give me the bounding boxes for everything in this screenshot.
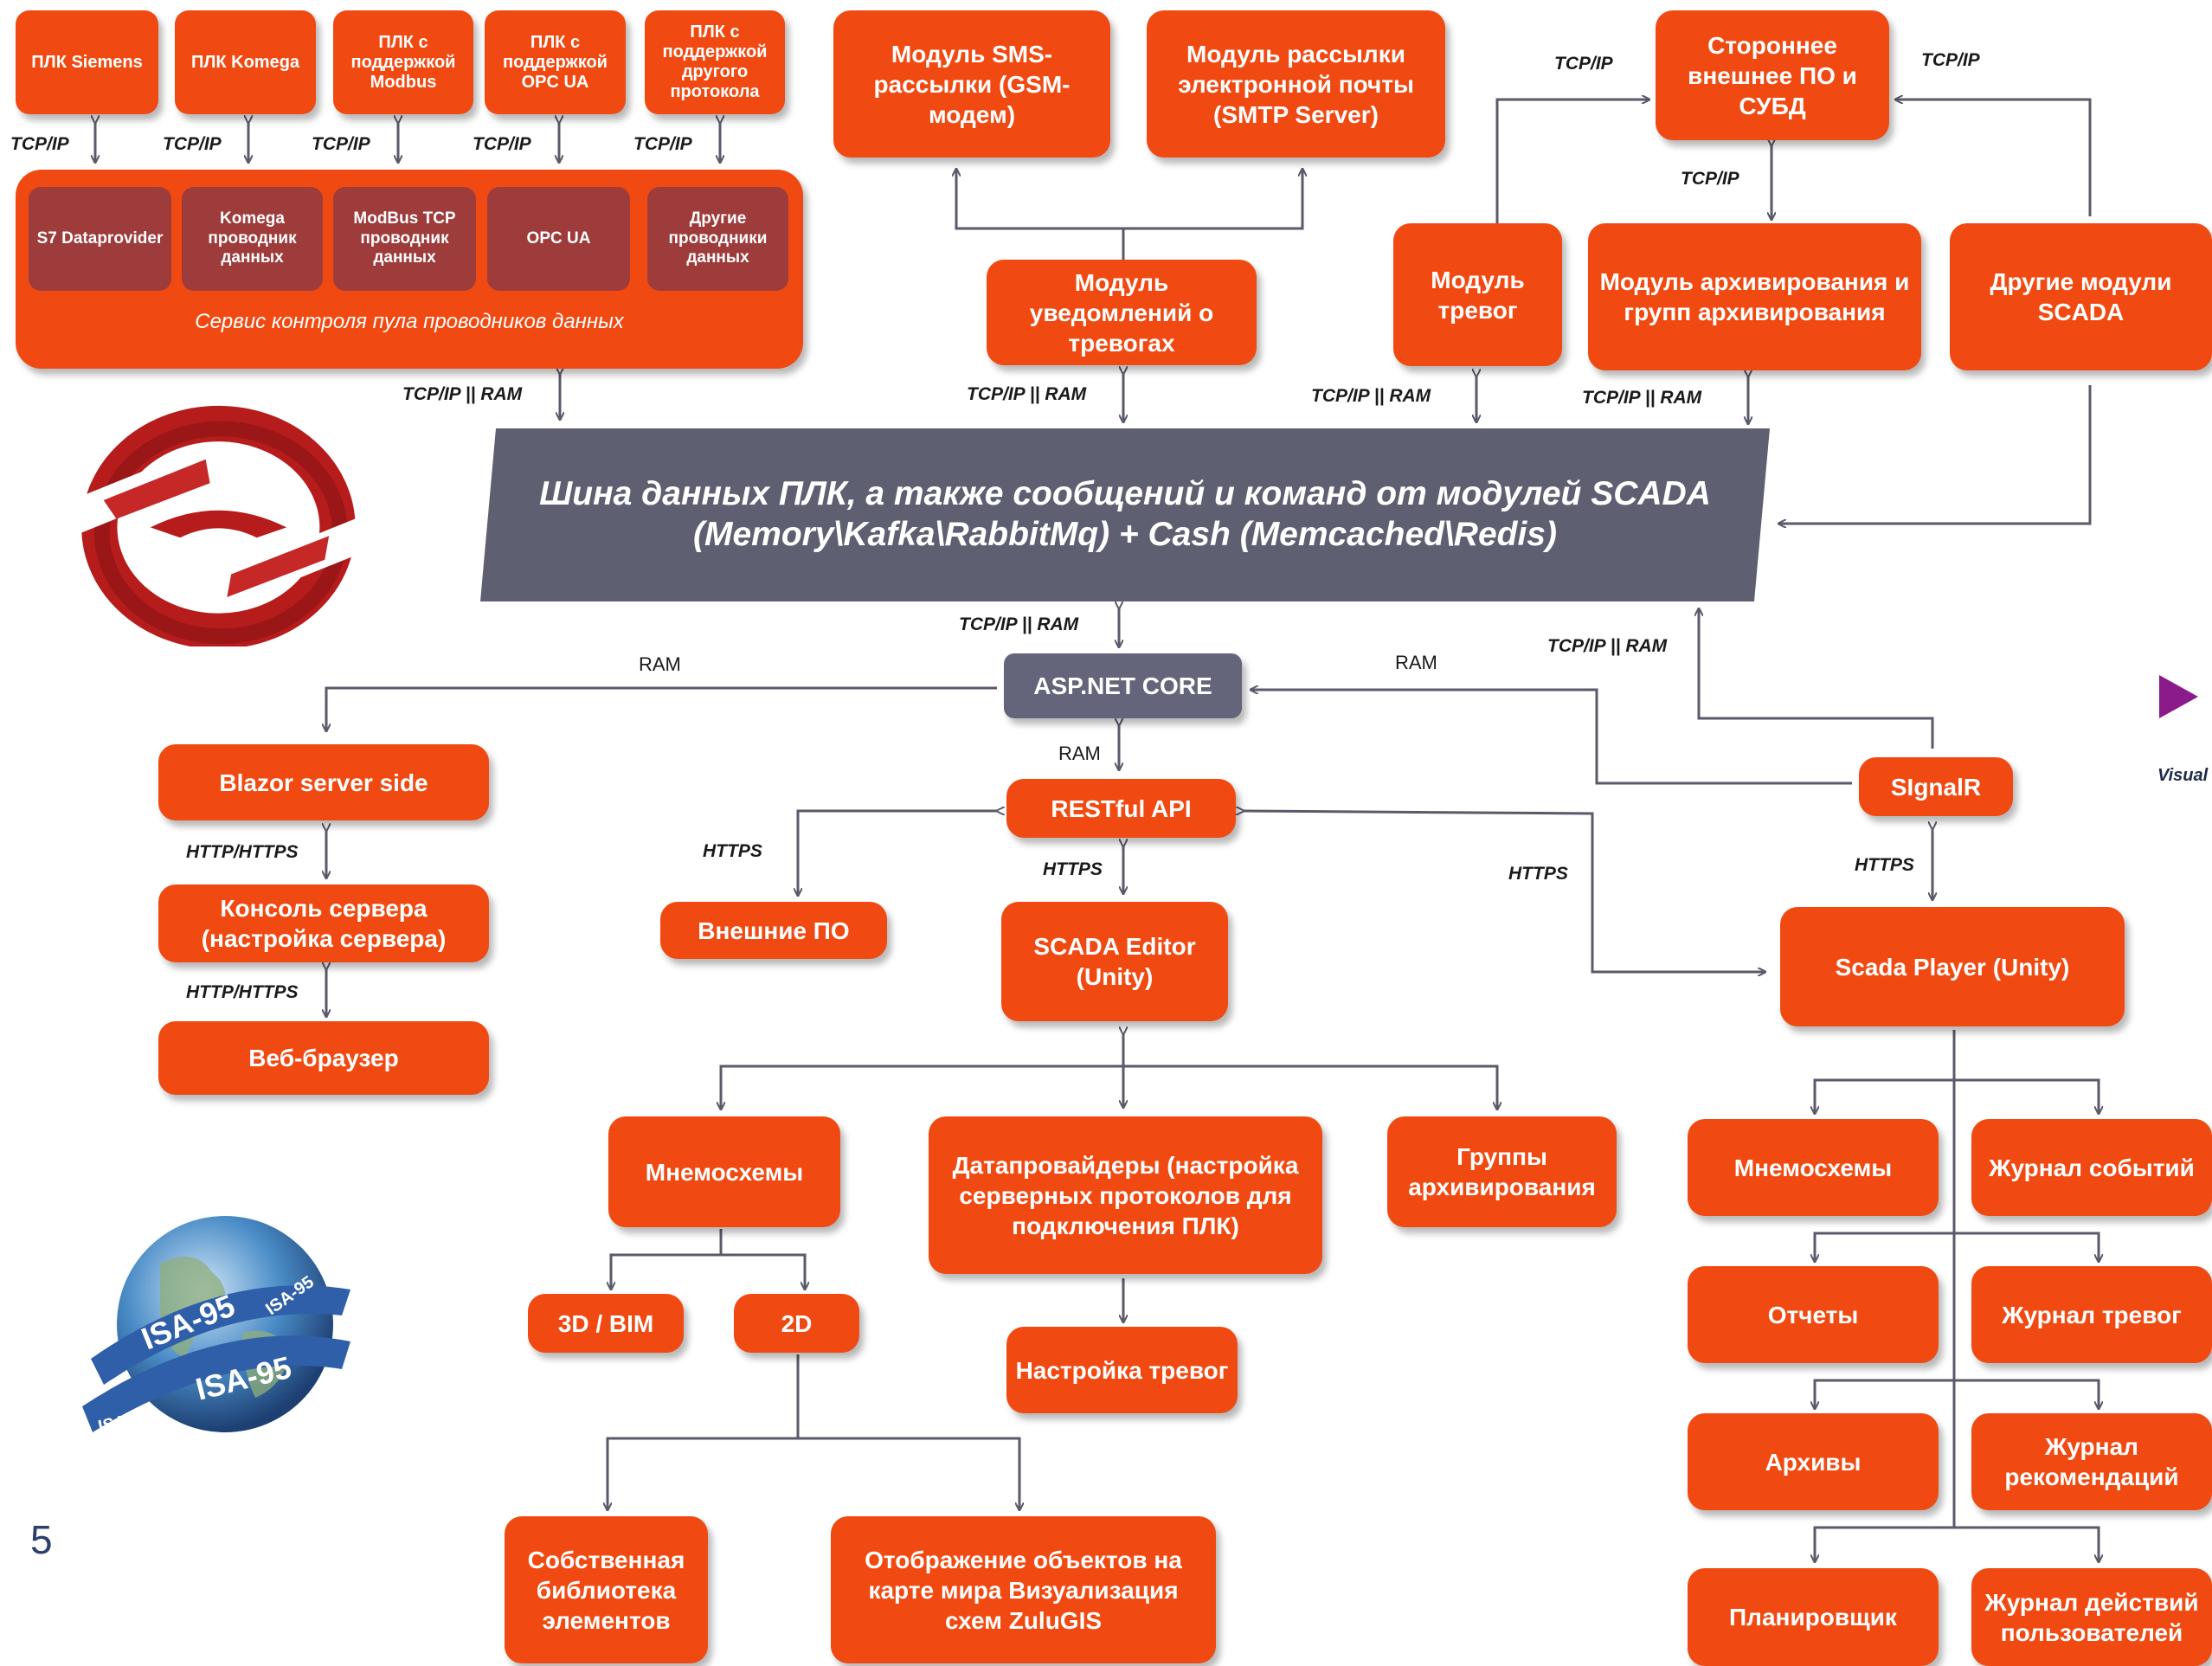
isa95-globe-icon: ISA-95 ISA-95 ISA-95 ISA-95 xyxy=(82,1216,350,1437)
player-user-action-log: Журнал действий пользователей xyxy=(1971,1568,2212,1666)
label-tcpip-ram-notify: TCP/IP || RAM xyxy=(967,384,1087,404)
label-tcpip-ram-archive: TCP/IP || RAM xyxy=(1582,388,1702,408)
label-tcpip-sms: TCP/IP xyxy=(1554,54,1613,74)
player-event-log: Журнал событий xyxy=(1971,1119,2212,1216)
email-module: Модуль рассылки электронной почты (SMTP … xyxy=(1147,10,1445,158)
player-mnemonic-diagrams: Мнемосхемы xyxy=(1688,1119,1939,1216)
archive-module: Модуль архивирования и групп архивирован… xyxy=(1588,223,1921,370)
label-http-https-1: HTTP/HTTPS xyxy=(186,842,299,862)
external-software: Внешние ПО xyxy=(660,902,887,959)
provider-other: Другие проводники данных xyxy=(647,187,788,291)
provider-s7: S7 Dataprovider xyxy=(29,187,171,291)
plc-siemens: ПЛК Siemens xyxy=(16,10,158,114)
player-alarm-log: Журнал тревог xyxy=(1971,1266,2212,1363)
label-tcpip-archive: TCP/IP xyxy=(1681,169,1739,189)
label-tcpip-4: TCP/IP xyxy=(473,134,531,154)
blazor-server-side: Blazor server side xyxy=(158,744,489,820)
play-triangle-icon xyxy=(2159,675,2198,718)
scada-player: Scada Player (Unity) xyxy=(1780,907,2125,1026)
label-https-signalr: HTTPS xyxy=(1855,855,1914,875)
editor-world-map: Отображение объектов на карте мира Визуа… xyxy=(831,1516,1216,1663)
other-scada-modules: Другие модули SCADA xyxy=(1950,223,2212,370)
plc-modbus: ПЛК с поддержкой Modbus xyxy=(333,10,473,114)
editor-element-library: Собственная библиотека элементов xyxy=(505,1516,708,1663)
player-reports: Отчеты xyxy=(1688,1266,1939,1363)
server-console: Консоль сервера (настройка сервера) xyxy=(158,884,489,962)
page-number: 5 xyxy=(30,1517,53,1562)
label-tcpip-ram-alarms: TCP/IP || RAM xyxy=(1311,386,1431,406)
label-tcpip-2: TCP/IP xyxy=(163,134,222,154)
editor-mnemonic-diagrams: Мнемосхемы xyxy=(608,1116,840,1227)
editor-dataproviders: Датапровайдеры (настройка серверных прот… xyxy=(929,1116,1322,1274)
restful-api: RESTful API xyxy=(1006,779,1236,838)
player-recommendation-log: Журнал рекомендаций xyxy=(1971,1413,2212,1510)
label-tcpip-5: TCP/IP xyxy=(633,134,692,154)
label-tcpip-ram-signalr: TCP/IP || RAM xyxy=(1547,636,1668,656)
label-https-editor: HTTPS xyxy=(1043,859,1103,879)
edge-text-fragment: Visual xyxy=(2157,766,2209,785)
label-http-https-2: HTTP/HTTPS xyxy=(186,982,299,1002)
alarm-notification-module: Модуль уведомлений о тревогах xyxy=(987,260,1257,365)
editor-archive-groups: Группы архивирования xyxy=(1387,1116,1617,1227)
scada-editor: SCADA Editor (Unity) xyxy=(1001,902,1228,1021)
editor-2d: 2D xyxy=(734,1294,859,1353)
label-tcpip-ram-asp: TCP/IP || RAM xyxy=(959,614,1079,634)
signalr: SIgnalR xyxy=(1859,757,2013,816)
label-tcpip-3: TCP/IP xyxy=(312,134,370,154)
label-ram-right: RAM xyxy=(1395,652,1437,673)
editor-alarm-setup: Настройка тревог xyxy=(1006,1327,1238,1413)
editor-3d-bim: 3D / BIM xyxy=(528,1294,684,1353)
asp-net-core: ASP.NET CORE xyxy=(1004,653,1242,718)
player-scheduler: Планировщик xyxy=(1688,1568,1939,1666)
label-ram-left: RAM xyxy=(639,653,681,675)
plc-other-protocol: ПЛК с поддержкой другого протокола xyxy=(645,10,785,114)
label-https-player: HTTPS xyxy=(1508,864,1568,884)
company-logo-icon xyxy=(69,405,359,646)
sms-module: Модуль SMS-рассылки (GSM-модем) xyxy=(833,10,1110,158)
alarm-module: Модуль тревог xyxy=(1393,223,1562,366)
data-bus: Шина данных ПЛК, а также сообщений и ком… xyxy=(480,428,1770,601)
label-tcpip-other: TCP/IP xyxy=(1921,50,1980,70)
provider-komega: Komega проводник данных xyxy=(182,187,323,291)
provider-opc-ua: OPC UA xyxy=(487,187,630,291)
label-https-external: HTTPS xyxy=(703,841,762,861)
plc-komega: ПЛК Komega xyxy=(175,10,316,114)
label-ram-rest: RAM xyxy=(1058,743,1101,764)
bus-line-1: Шина данных ПЛК, а также сообщений и ком… xyxy=(539,475,1711,513)
bus-line-2: (Memory\Kafka\RabbitMq) + Cash (Memcache… xyxy=(693,516,1557,553)
label-tcpip-ram-pool: TCP/IP || RAM xyxy=(402,384,523,404)
player-archives: Архивы xyxy=(1688,1413,1939,1510)
label-tcpip-1: TCP/IP xyxy=(10,134,69,154)
data-provider-pool-service: S7 Dataprovider Komega проводник данных … xyxy=(16,170,803,369)
web-browser: Веб-браузер xyxy=(158,1021,489,1095)
external-software-dbms: Стороннее внешнее ПО и СУБД xyxy=(1656,10,1889,140)
pool-caption: Сервис контроля пула проводников данных xyxy=(195,310,624,333)
provider-modbus-tcp: ModBus TCP проводник данных xyxy=(333,187,476,291)
plc-opc-ua: ПЛК с поддержкой OPC UA xyxy=(485,10,626,114)
